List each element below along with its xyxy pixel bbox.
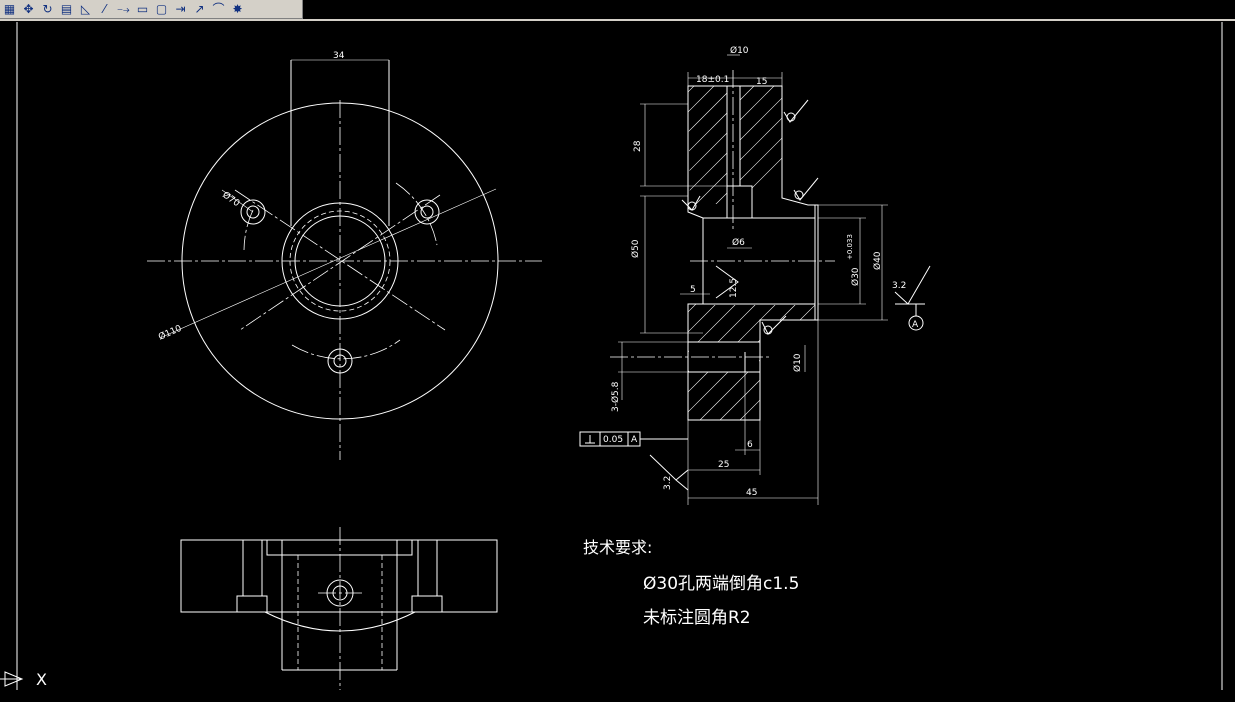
rough-symbol-bore [715,265,739,299]
hole-left-cbore [236,595,268,613]
dim-25-text: 25 [718,460,729,470]
dim-d10-text: Ø10 [730,45,749,56]
diag-centerline-2 [239,194,441,331]
dim-70-leader [221,189,254,213]
grid-icon[interactable]: ▦ [3,2,16,16]
bolt-circle-arc-1 [243,209,254,251]
rough-sym-1-circle [786,112,796,122]
bolt-hole-inner-2 [420,205,434,219]
dim-58-text: 3-Ø5.8 [610,381,621,412]
rough-sym-1 [783,99,809,123]
dim-40-text: Ø40 [872,251,883,270]
toolbar-divider [0,19,1235,21]
perpendicularity-icon [585,435,595,444]
dim-d6-text: Ø6 [732,237,745,248]
dim-30-text: Ø30 [850,267,861,286]
rough-bottom-text: 3.2 [663,476,673,490]
rough-right-text: 3.2 [892,281,906,291]
fcf-ref-text: A [631,435,638,445]
rough-sym-2-circle [794,190,804,200]
section-outline [687,85,819,421]
explode-icon[interactable]: ✸ [232,2,243,16]
dim-15-text: 15 [756,77,767,87]
top-view: 34 Ø70 Ø110 [147,51,542,460]
fillet-icon[interactable]: ↗ [194,2,205,16]
bolt-circle-arc-2 [395,182,438,246]
dim-d10-low-text: Ø10 [792,353,803,372]
hatch-top [688,86,782,204]
cbore-rect [726,185,753,219]
datum-text: A [912,320,919,330]
bolt-hole-inner-1 [246,205,260,219]
dim-125-text: 12.5 [729,278,739,298]
dim-45-text: 45 [746,488,757,498]
modify-toolbar: ▦ ✥ ↻ ▤ ◺ ⁄ ⤍ ▭ ▢ ⇥ ↗ ⌒ ✸ [0,0,303,19]
front-view [180,527,498,690]
top-slot-rect [266,539,413,556]
scale-icon[interactable]: ▤ [60,2,73,16]
trim-icon[interactable]: ⁄ [103,2,106,16]
ucs-icon: X [0,670,47,689]
dim-6-text: 6 [747,440,753,450]
dim-110-text: Ø110 [157,323,184,343]
fcf-tol-text: 0.05 [603,435,623,445]
notes-line-1: Ø30孔两端倒角c1.5 [643,574,799,594]
diag-centerline-1 [234,189,446,331]
dim-18-text: 18±0.1 [696,75,729,85]
top-hole-void [727,86,740,186]
break-icon[interactable]: ▭ [136,2,149,16]
chamfer-icon[interactable]: ⇥ [175,2,186,16]
dim-30-tol: +0.033 [846,234,854,260]
extend-icon[interactable]: ⤍ [117,2,130,16]
fillet-arc-icon[interactable]: ⌒ [212,2,225,16]
datum-circle [908,315,924,331]
rough-sym-4-circle [763,325,773,335]
dim-110-line [159,188,497,339]
hole-right-cbore [411,595,443,613]
notes-title: 技术要求: [583,538,652,557]
join-icon[interactable]: ▢ [155,2,168,16]
rotate-icon[interactable]: ↻ [42,2,53,16]
dim-5-text: 5 [690,285,696,295]
ucs-x-label: X [36,670,47,689]
stretch-icon[interactable]: ◺ [80,2,91,16]
section-view: 18±0.1 15 Ø10 28 Ø50 Ø6 5 12.5 Ø30 +0.03… [579,45,931,505]
rough-sym-2 [793,177,819,201]
notes-line-2: 未标注圆角R2 [643,608,751,628]
rough-sym-4 [761,315,787,335]
rough-sym-bottom-b [675,479,689,491]
bolt-hole-outer-1 [240,199,266,225]
dim-50-text: Ø50 [630,239,641,258]
dim-28-text: 28 [633,140,643,152]
dim-34-text: 34 [333,51,345,61]
bolt-circle-arc-3 [291,339,401,360]
rough-sym-3-circle [687,201,697,211]
bore-void [703,205,813,305]
technical-notes: 技术要求: Ø30孔两端倒角c1.5 未标注圆角R2 [583,538,799,628]
pan-icon[interactable]: ✥ [23,2,34,16]
flange-outline [180,539,498,613]
